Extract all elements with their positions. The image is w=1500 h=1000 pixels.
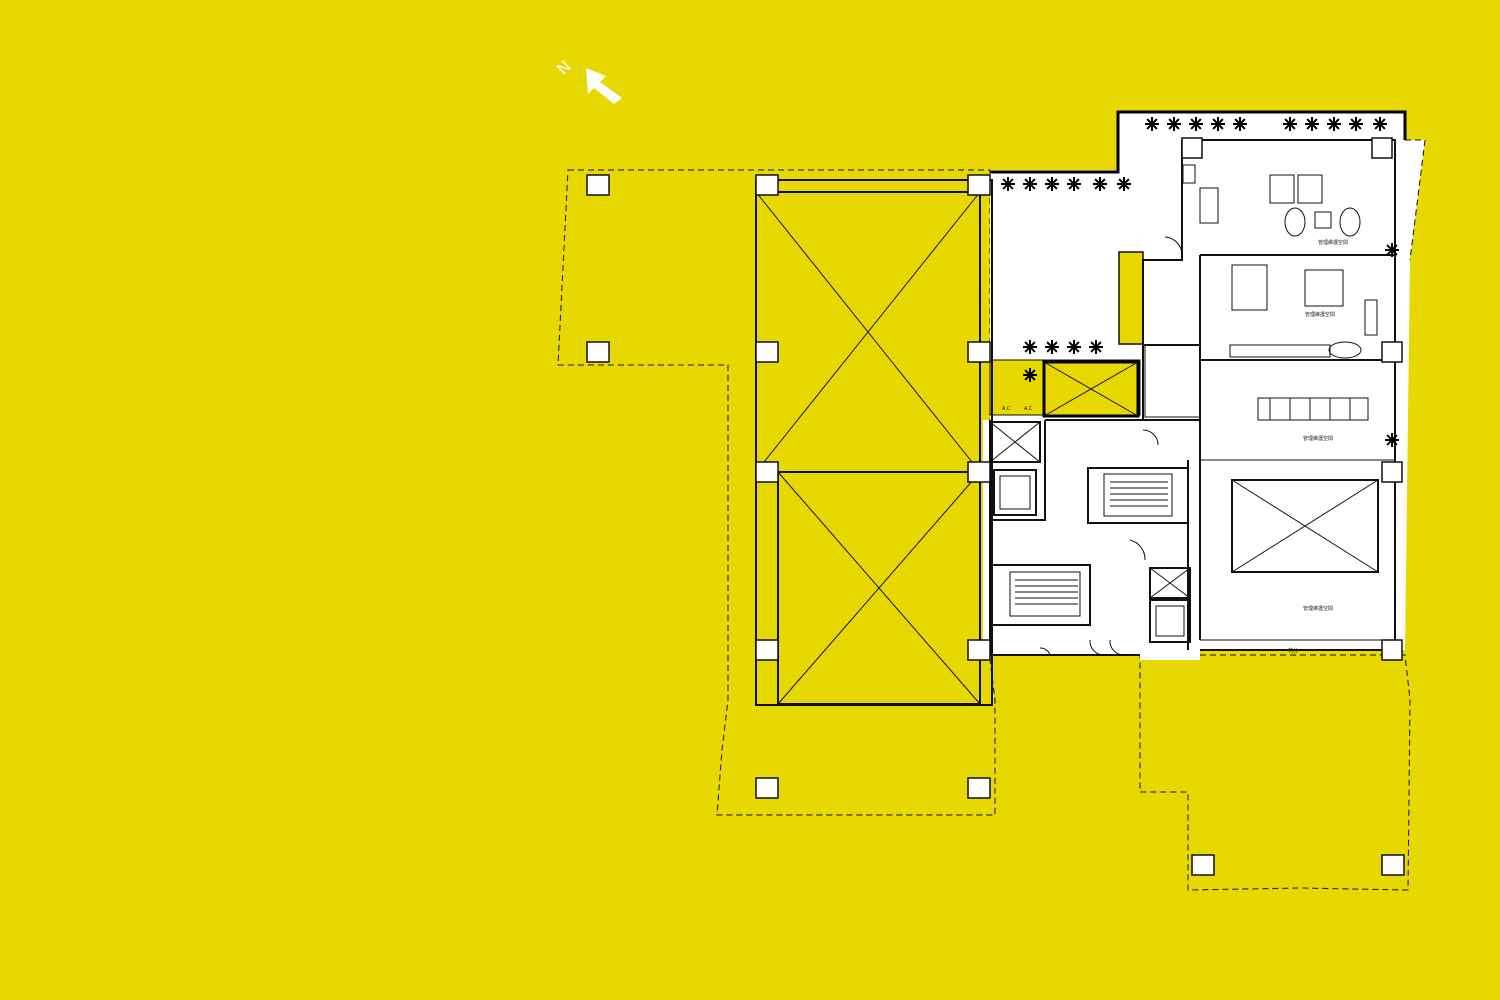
room-label-1: 管理維護空間 bbox=[1318, 239, 1348, 246]
ac-label-2: A.C bbox=[1024, 406, 1033, 412]
shrub-icon bbox=[1327, 117, 1341, 131]
shrub-icon bbox=[1385, 243, 1399, 257]
shrub-icon bbox=[1093, 177, 1107, 191]
shrub-icon bbox=[1305, 117, 1319, 131]
shrub-icon bbox=[1023, 177, 1037, 191]
shrub-icon bbox=[1373, 117, 1387, 131]
stair-lower bbox=[989, 564, 1091, 626]
shrub-icon bbox=[1283, 117, 1297, 131]
shrub-icon bbox=[1023, 368, 1037, 382]
void-small bbox=[1042, 360, 1140, 418]
lounge-furniture bbox=[1229, 207, 1378, 359]
void-left-upper bbox=[755, 191, 981, 473]
shrub-icon bbox=[1211, 117, 1225, 131]
shrub-icon bbox=[1001, 177, 1015, 191]
shrub-icon bbox=[1167, 117, 1181, 131]
room-label-4: 管理維護空間 bbox=[1303, 605, 1333, 612]
yellow-ac-zone bbox=[989, 359, 1141, 416]
bathroom-fixtures bbox=[1144, 164, 1268, 418]
void-left-lower bbox=[777, 471, 981, 705]
void-right bbox=[1231, 479, 1379, 573]
shrub-icon bbox=[1145, 117, 1159, 131]
shrub-icon bbox=[1045, 177, 1059, 191]
shrub-icon bbox=[1089, 340, 1103, 354]
dining-table-icon bbox=[1257, 397, 1369, 421]
elevator-3 bbox=[1149, 567, 1191, 599]
doors bbox=[1039, 236, 1183, 656]
shrub-icon bbox=[1385, 433, 1399, 447]
left-terrace bbox=[557, 169, 996, 816]
shrub-icon bbox=[1045, 340, 1059, 354]
column-icon bbox=[586, 137, 1405, 876]
shrub-icon bbox=[1189, 117, 1203, 131]
elevator-4 bbox=[1149, 599, 1191, 643]
shrub-icon bbox=[1001, 117, 1399, 447]
room-label-2: 管理維護空間 bbox=[1305, 311, 1335, 318]
shrub-icon bbox=[1067, 177, 1081, 191]
north-arrow-icon: N bbox=[553, 57, 622, 104]
room-label-3: 管理維護空間 bbox=[1303, 435, 1333, 442]
stair-upper bbox=[1087, 467, 1189, 524]
yellow-shaft bbox=[1118, 251, 1144, 345]
shrub-icon bbox=[1233, 117, 1247, 131]
shrub-icon bbox=[1349, 117, 1363, 131]
shrub-icon bbox=[1067, 340, 1081, 354]
planter-label: 花台 bbox=[1288, 647, 1298, 654]
shrub-icon bbox=[1117, 177, 1131, 191]
shrub-icon bbox=[1023, 340, 1037, 354]
ac-label-1: A.C bbox=[1002, 406, 1011, 412]
bottom-right-terrace bbox=[1139, 654, 1411, 891]
north-label: N bbox=[553, 57, 575, 79]
elevator-1 bbox=[989, 421, 1041, 463]
left-wing-wall bbox=[755, 179, 993, 706]
right-dashed-boundary bbox=[1405, 139, 1426, 261]
elevator-2 bbox=[993, 469, 1037, 516]
bed-icon bbox=[1269, 174, 1344, 307]
planter-wall bbox=[990, 110, 1407, 174]
